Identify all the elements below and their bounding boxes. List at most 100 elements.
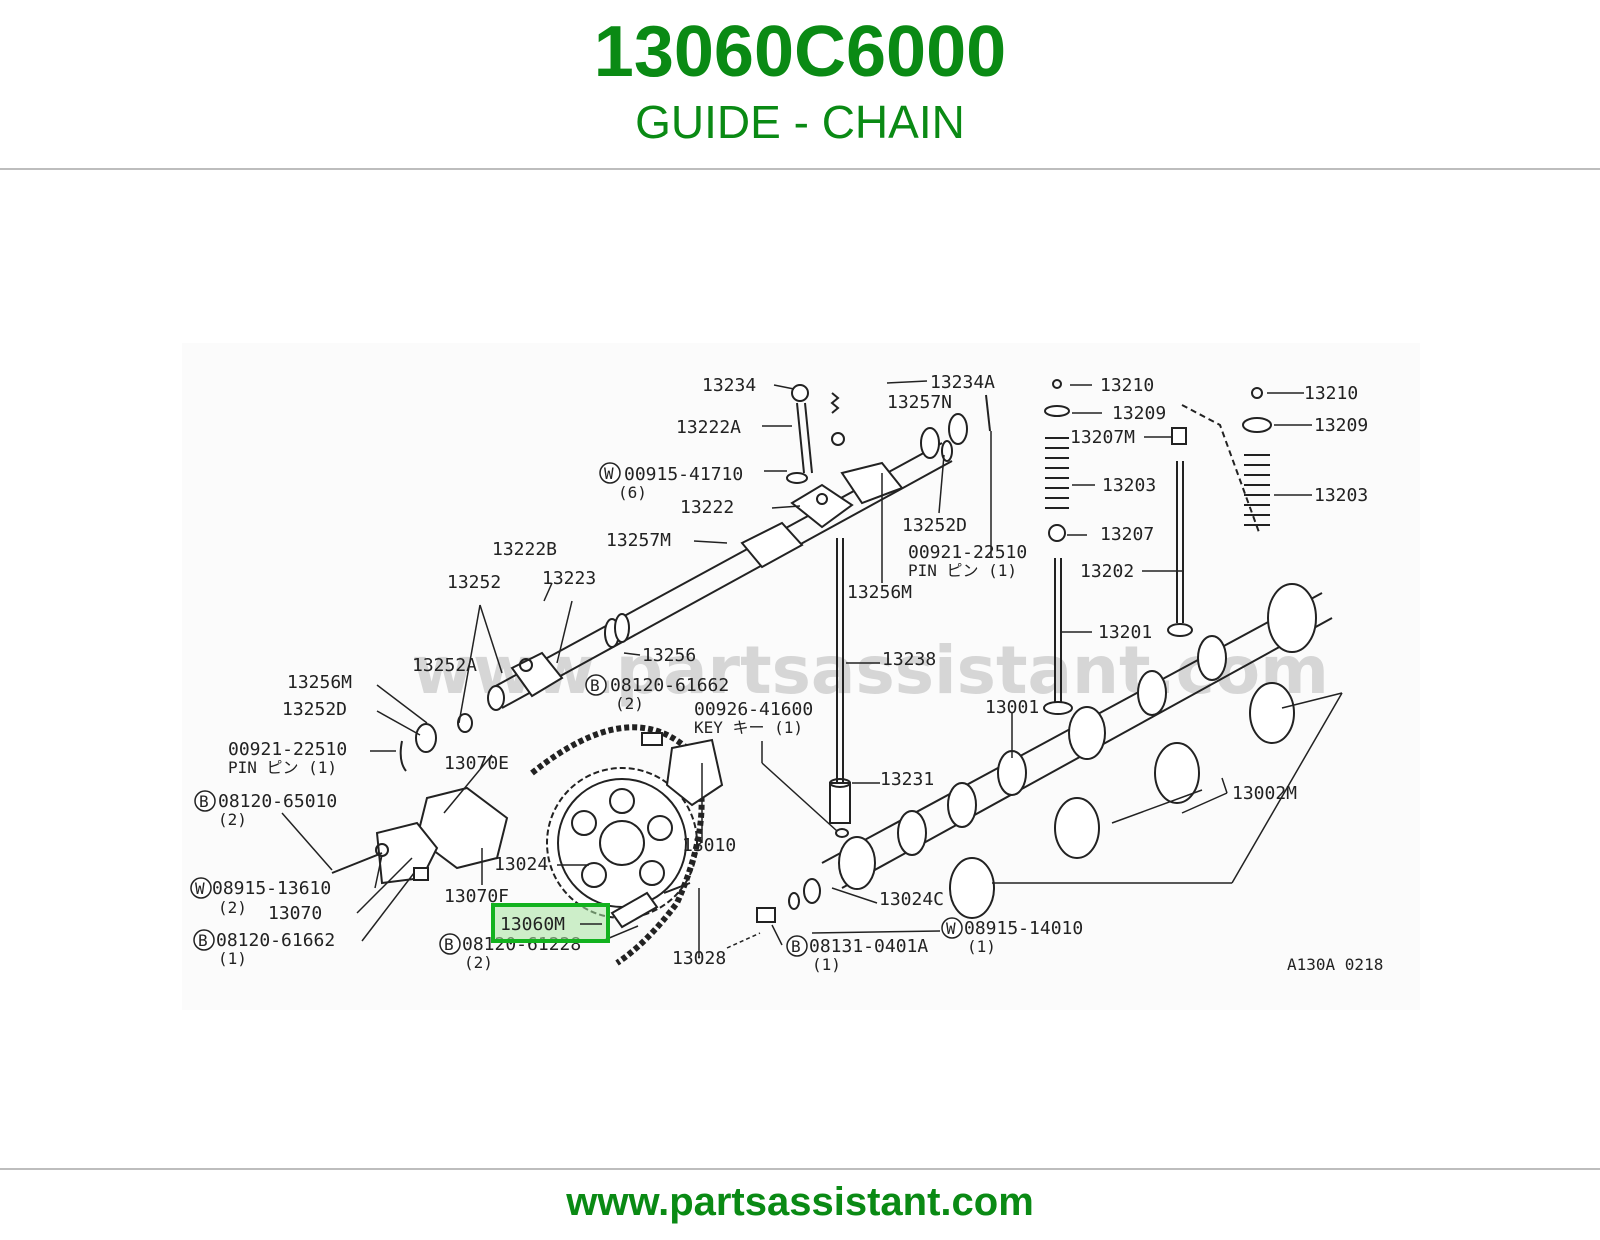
svg-text:W: W	[604, 464, 614, 483]
callout: 13209	[1314, 415, 1368, 436]
highlighted-part[interactable]: 13060M	[491, 903, 610, 943]
callout: 13070F	[444, 886, 509, 907]
callout: 13234	[702, 375, 756, 396]
callout: 13252D	[902, 515, 967, 536]
callout: (2)	[615, 694, 644, 713]
part-number-title: 13060C6000	[593, 12, 1007, 92]
highlighted-callout: 13060M	[500, 914, 565, 935]
svg-text:B: B	[198, 931, 208, 950]
marker-w-1: W	[599, 462, 621, 484]
callout: 13252D	[282, 699, 347, 720]
callout: 13203	[1314, 485, 1368, 506]
callout: 00915-41710	[624, 464, 743, 485]
watermark: www.partsassistant.com	[412, 632, 1329, 709]
callout: 08120-65010	[218, 791, 337, 812]
callout: (1)	[967, 937, 996, 956]
thrust-plate	[641, 732, 724, 807]
valve-assembly-center	[1167, 427, 1193, 637]
diagram-code: A130A 0218	[1287, 955, 1383, 974]
callout: 13238	[882, 649, 936, 670]
callout: 13252A	[412, 655, 477, 676]
cam-front-fasteners	[756, 878, 821, 923]
callout: 13070	[268, 903, 322, 924]
callout: 00921-22510	[228, 739, 347, 760]
callout: 13252	[447, 572, 501, 593]
svg-text:B: B	[791, 937, 801, 956]
callout: 13203	[1102, 475, 1156, 496]
callout: 13202	[1080, 561, 1134, 582]
footer-website-link[interactable]: www.partsassistant.com	[566, 1180, 1034, 1224]
callout: 13257N	[887, 392, 952, 413]
valve-assembly-left	[1043, 379, 1073, 715]
callout: 13256	[642, 645, 696, 666]
callout: 13256M	[287, 672, 352, 693]
rocker-shaft	[487, 440, 953, 711]
shaft-washers	[399, 394, 991, 772]
marker-w-8: W	[941, 917, 963, 939]
svg-text:W: W	[946, 919, 956, 938]
svg-text:B: B	[590, 676, 600, 695]
callout: 13210	[1100, 375, 1154, 396]
callout: 13010	[682, 835, 736, 856]
callout: 13002M	[1232, 783, 1297, 804]
part-name-subtitle: GUIDE - CHAIN	[635, 96, 965, 148]
marker-b-2: B	[585, 674, 607, 696]
callout: (1)	[218, 949, 247, 968]
callout: KEY キー (1)	[694, 718, 803, 737]
callout: 13209	[1112, 403, 1166, 424]
callout: (2)	[218, 810, 247, 829]
callout: 13257M	[606, 530, 671, 551]
callout: (2)	[218, 898, 247, 917]
callout: 00921-22510	[908, 542, 1027, 563]
exploded-view-svg: www.partsassistant.com	[182, 343, 1420, 1010]
marker-b-6: B	[439, 933, 461, 955]
valve-assembly-right	[1181, 387, 1272, 536]
cam-bushings	[949, 682, 1295, 919]
callout: (6)	[618, 483, 647, 502]
callout: 13001	[985, 697, 1039, 718]
marker-b-7: B	[786, 935, 808, 957]
pushrod	[829, 538, 851, 838]
callout: (1)	[812, 955, 841, 974]
callout: PIN ピン (1)	[228, 758, 337, 777]
footer-divider	[0, 1168, 1600, 1170]
callout: 13222B	[492, 539, 557, 560]
callout: 13070E	[444, 753, 509, 774]
svg-text:B: B	[444, 935, 454, 954]
rocker-arms	[510, 461, 904, 698]
leader-lines	[281, 380, 1343, 958]
callout: 13207M	[1070, 427, 1135, 448]
part-drawings	[331, 379, 1333, 966]
callout: 08915-13610	[212, 878, 331, 899]
callout: (2)	[464, 953, 493, 972]
callout-labels: 13234 13234A 13257N 13222A 00915-41710 (…	[212, 372, 1368, 974]
callout: 08915-14010	[964, 918, 1083, 939]
callout: PIN ピン (1)	[908, 561, 1017, 580]
callout: 13222A	[676, 417, 741, 438]
circle-markers: W B B W B B B W	[190, 462, 963, 957]
callout: 13201	[1098, 622, 1152, 643]
svg-text:B: B	[199, 792, 209, 811]
page-header: 13060C6000 GUIDE - CHAIN	[0, 0, 1600, 168]
header-divider	[0, 168, 1600, 170]
callout: 00926-41600	[694, 699, 813, 720]
parts-diagram: www.partsassistant.com	[182, 343, 1420, 1010]
callout: 13024	[494, 854, 548, 875]
svg-text:W: W	[195, 879, 205, 898]
callout: 13024C	[879, 889, 944, 910]
marker-b-3: B	[194, 790, 216, 812]
callout: 13256M	[847, 582, 912, 603]
callout: 08120-61662	[216, 930, 335, 951]
cam-sprocket	[546, 767, 698, 919]
marker-b-5: B	[193, 929, 215, 951]
callout: 13222	[680, 497, 734, 518]
callout: 13234A	[930, 372, 995, 393]
callout: 13028	[672, 948, 726, 969]
callout: 08120-61662	[610, 675, 729, 696]
adjust-screw	[786, 384, 845, 484]
marker-w-4: W	[190, 877, 212, 899]
callout: 13207	[1100, 524, 1154, 545]
highlight-box[interactable]	[491, 903, 610, 943]
callout: 13231	[880, 769, 934, 790]
camshaft	[821, 583, 1333, 890]
